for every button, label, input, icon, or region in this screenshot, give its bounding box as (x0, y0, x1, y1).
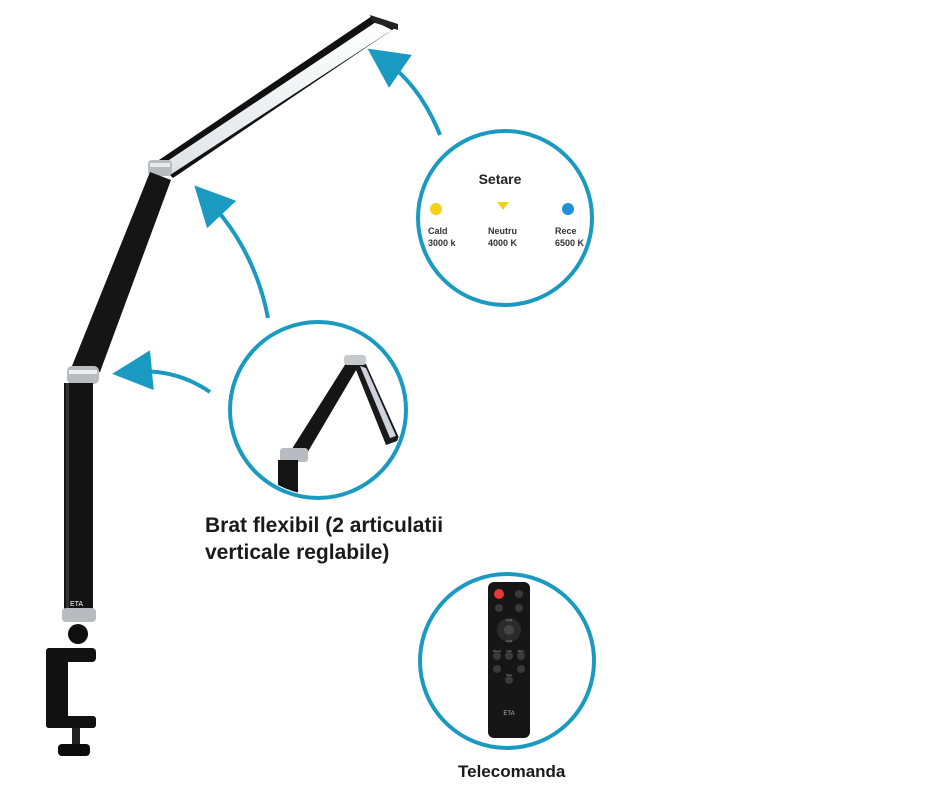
brand-logo: ETA (70, 601, 83, 608)
remote-callout: Light Light Neutral Cold Warm Timer ETA (418, 572, 596, 750)
svg-text:ETA: ETA (503, 711, 514, 717)
svg-text:Timer: Timer (506, 674, 512, 677)
svg-text:Warm: Warm (518, 650, 525, 653)
temperature-title: Setare (479, 171, 522, 187)
desk-lamp: ETA (46, 15, 398, 756)
lamp-middle-arm (72, 172, 171, 372)
joint-detail-callout (228, 320, 408, 500)
arrow-to-middle-joint (112, 350, 212, 394)
svg-text:Cold: Cold (506, 650, 512, 653)
lamp-light-head (156, 15, 398, 178)
upper-joint (148, 160, 172, 176)
svg-text:Light: Light (506, 639, 513, 643)
mode-warm-kelvin: 3000 k (428, 238, 457, 248)
mode-cold-name: Rece (555, 226, 577, 236)
arrow-to-upper-joint (194, 185, 270, 319)
arrow-to-light-head (367, 48, 442, 136)
neutral-marker-icon (497, 202, 509, 210)
power-button-icon (494, 589, 504, 599)
middle-joint (67, 366, 99, 384)
svg-text:Light: Light (506, 618, 513, 622)
indicator-arrows (112, 48, 442, 394)
svg-text:Neutral: Neutral (493, 650, 502, 653)
mode-neutral-name: Neutru (488, 226, 517, 236)
remote-control: Light Light Neutral Cold Warm Timer ETA (488, 582, 530, 738)
table-clamp (46, 648, 96, 756)
mode-warm-name: Cald (428, 226, 448, 236)
arm-caption-line1: Brat flexibil (2 articulatii (205, 514, 444, 537)
mode-neutral-kelvin: 4000 K (488, 238, 518, 248)
arm-caption-line2: verticale reglabile) (205, 541, 390, 564)
remote-caption: Telecomanda (458, 762, 566, 781)
warm-color-dot (430, 203, 442, 215)
cold-color-dot (562, 203, 574, 215)
color-temperature-callout: Setare Cald 3000 k Neutru 4000 K Rece 65… (416, 129, 594, 307)
mode-cold-kelvin: 6500 K (555, 238, 585, 248)
arm-caption: Brat flexibil (2 articulatii verticale r… (205, 512, 505, 566)
